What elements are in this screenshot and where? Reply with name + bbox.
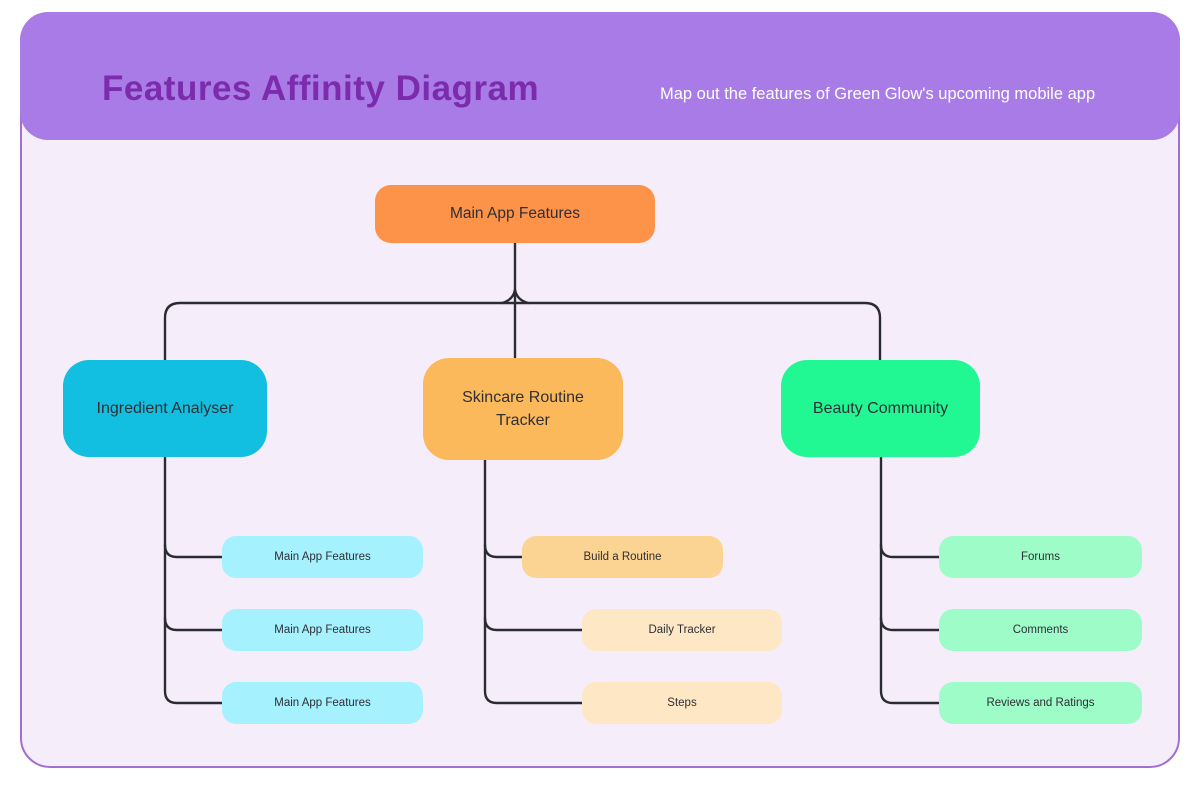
node-daily-tracker: Daily Tracker [582,609,782,651]
node-ingredient-child-3: Main App Features [222,682,423,724]
page-title: Features Affinity Diagram [102,69,540,108]
node-comments: Comments [939,609,1142,651]
node-main-app-features: Main App Features [375,185,655,243]
node-skincare-routine-tracker: Skincare Routine Tracker [423,358,623,460]
node-build-a-routine: Build a Routine [522,536,723,578]
node-steps: Steps [582,682,782,724]
node-ingredient-child-2: Main App Features [222,609,423,651]
node-ingredient-child-1: Main App Features [222,536,423,578]
node-forums: Forums [939,536,1142,578]
header-banner: Features Affinity Diagram Map out the fe… [20,12,1180,140]
node-beauty-community: Beauty Community [781,360,980,457]
page-subtitle: Map out the features of Green Glow's upc… [660,85,1096,103]
node-reviews-and-ratings: Reviews and Ratings [939,682,1142,724]
node-ingredient-analyser: Ingredient Analyser [63,360,267,457]
